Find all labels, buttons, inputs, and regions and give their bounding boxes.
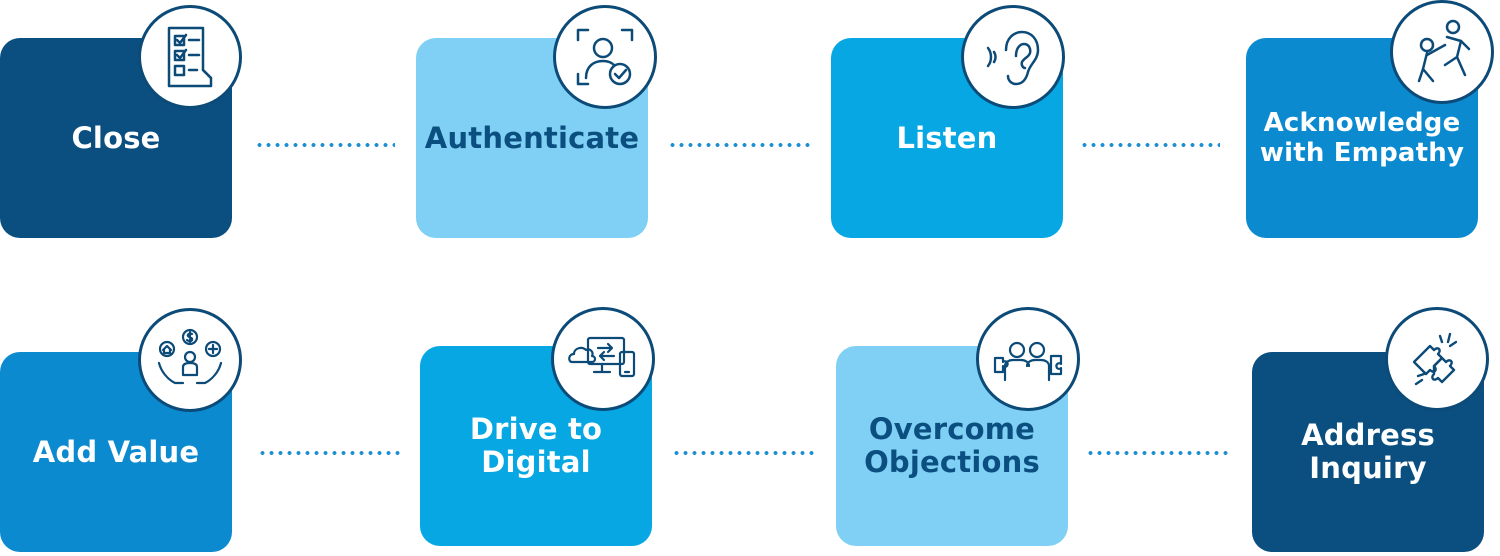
checklist-icon: [138, 5, 242, 109]
dotted-connector: [668, 143, 813, 147]
puzzle-pieces-icon: [1385, 307, 1489, 411]
step-label: Close: [71, 120, 161, 155]
ear-icon: [961, 5, 1065, 109]
step-label: Acknowledge with Empathy: [1259, 108, 1465, 168]
dotted-connector: [258, 451, 403, 455]
helping-hand-people-icon: [1390, 0, 1494, 104]
cloud-devices-icon: [551, 307, 655, 411]
step-label: Authenticate: [424, 120, 640, 155]
team-puzzle-icon: [976, 307, 1080, 411]
step-card-add-value: Add Value: [0, 352, 232, 552]
hands-with-benefits-icon: [138, 308, 242, 412]
dotted-connector: [255, 143, 395, 147]
step-label: Address Inquiry: [1301, 418, 1435, 485]
verified-user-icon: [553, 5, 657, 109]
step-label: Drive to Digital: [469, 412, 603, 479]
dotted-connector: [1086, 451, 1228, 455]
dotted-connector: [672, 451, 817, 455]
dotted-connector: [1080, 143, 1220, 147]
step-label: Overcome Objections: [864, 412, 1040, 479]
step-label: Listen: [896, 120, 998, 155]
step-label: Add Value: [32, 434, 200, 469]
step-card-authenticate: Authenticate: [416, 38, 648, 238]
